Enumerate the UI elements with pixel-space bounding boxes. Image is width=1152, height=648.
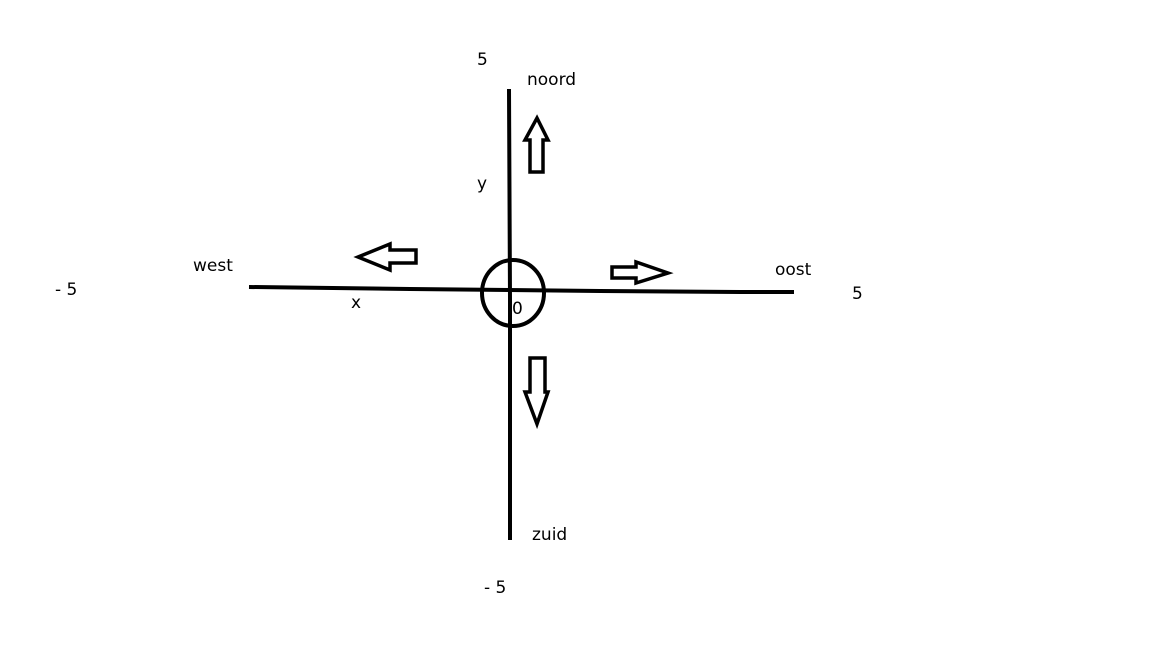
y-max-label: 5: [477, 50, 488, 70]
x-axis-line: [248, 285, 794, 294]
y-axis-label: y: [477, 174, 487, 194]
arrow-down-icon: [522, 356, 551, 430]
arrow-right-icon: [610, 259, 674, 286]
x-min-label: - 5: [55, 280, 77, 300]
origin-label: 0: [512, 299, 523, 319]
south-label: zuid: [532, 525, 567, 545]
y-min-label: - 5: [484, 578, 506, 598]
y-axis-line: [507, 88, 512, 540]
x-axis-label: x: [351, 293, 361, 313]
arrow-left-icon: [353, 241, 418, 273]
x-max-label: 5: [852, 284, 863, 304]
north-label: noord: [527, 70, 576, 90]
origin-circle: [480, 258, 546, 328]
arrow-up-icon: [522, 114, 551, 174]
west-label: west: [193, 256, 233, 276]
east-label: oost: [775, 260, 812, 280]
